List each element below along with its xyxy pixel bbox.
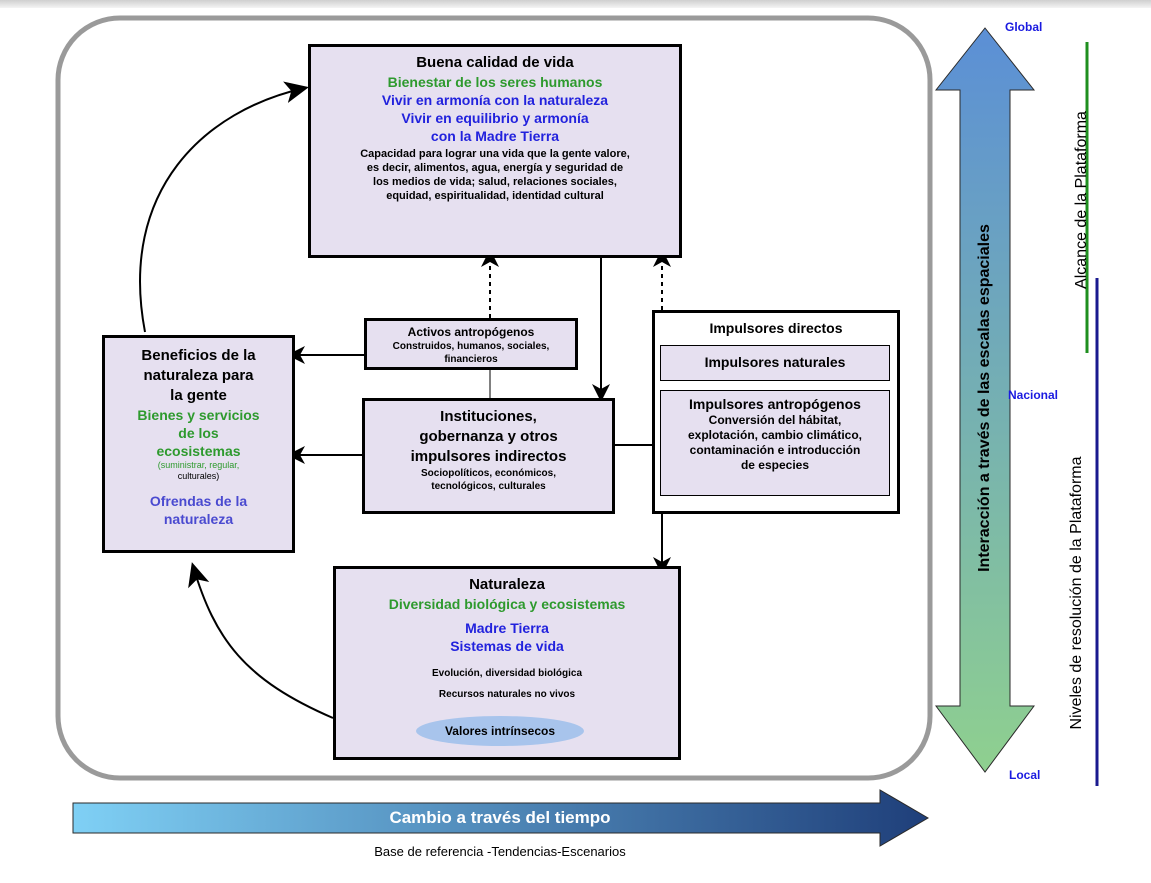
assets-desc-2: financieros: [444, 354, 498, 365]
institutions-desc-2: tecnológicos, culturales: [431, 481, 546, 492]
benefits-green-3: ecosistemas: [156, 443, 241, 459]
anthropogenic-assets-box: Activos antropógenos Construidos, humano…: [364, 318, 578, 370]
intrinsic-values-label: Valores intrínsecos: [444, 724, 556, 738]
time-arrow-label: Cambio a través del tiempo: [389, 808, 611, 827]
benefits-green-2: de los: [178, 425, 219, 441]
time-arrow-shape: [72, 789, 929, 847]
benefits-gifts-1: Ofrendas de la: [149, 493, 248, 509]
anthro-drivers-desc-4: de especies: [740, 458, 810, 472]
quality-line3a: Vivir en equilibrio y armonía: [401, 110, 589, 126]
intrinsic-values-ellipse: Valores intrínsecos: [416, 716, 584, 746]
nature-blue1: Madre Tierra: [465, 620, 549, 636]
quality-line1: Bienestar de los seres humanos: [387, 74, 603, 90]
anthro-drivers-desc-3: contaminación e introducción: [689, 443, 861, 457]
benefits-box: Beneficios de la naturaleza para la gent…: [102, 335, 295, 553]
spatial-arrow-shape: [934, 27, 1036, 773]
benefits-title-3: la gente: [170, 387, 227, 404]
curve-nature-to-benefits: [188, 562, 334, 719]
global-label: Global: [1005, 20, 1043, 34]
institutions-title-1: Instituciones,: [440, 408, 537, 425]
assets-desc-1: Construidos, humanos, sociales,: [392, 341, 550, 352]
natural-drivers-box: Impulsores naturales: [660, 345, 890, 381]
benefits-title-1: Beneficios de la: [141, 347, 256, 364]
nature-desc2: Recursos naturales no vivos: [438, 689, 576, 700]
anthro-drivers-desc-1: Conversión del hábitat,: [708, 413, 842, 427]
assets-title: Activos antropógenos: [407, 325, 535, 339]
resolution-label: Niveles de resolución de la Plataforma: [1068, 456, 1085, 730]
institutions-title-2: gobernanza y otros: [419, 428, 558, 445]
top-bar: [0, 0, 1151, 8]
quality-of-life-box: Buena calidad de vida Bienestar de los s…: [308, 44, 682, 258]
quality-title: Buena calidad de vida: [416, 54, 574, 71]
quality-desc-2: es decir, alimentos, agua, energía y seg…: [366, 162, 624, 174]
curve-benefits-to-quality: [139, 81, 309, 333]
anthro-drivers-desc-2: explotación, cambio climático,: [687, 428, 863, 442]
institutions-box: Instituciones, gobernanza y otros impuls…: [362, 398, 615, 514]
scope-label: Alcance de la Plataforma: [1073, 111, 1090, 289]
quality-desc-4: equidad, espiritualidad, identidad cultu…: [386, 190, 604, 202]
benefits-green-1: Bienes y servicios: [137, 407, 260, 423]
quality-line3b: con la Madre Tierra: [430, 128, 560, 144]
local-label: Local: [1009, 768, 1041, 782]
spatial-arrow-label: Interacción a través de las escalas espa…: [976, 224, 993, 572]
nature-green: Diversidad biológica y ecosistemas: [388, 596, 626, 612]
benefits-gifts-2: naturaleza: [163, 511, 234, 527]
national-label: Nacional: [1008, 388, 1059, 402]
benefits-tiny-1: (suministrar, regular,: [157, 460, 240, 470]
time-arrow-caption: Base de referencia -Tendencias-Escenario…: [374, 844, 626, 859]
nature-blue2: Sistemas de vida: [450, 638, 564, 654]
outer-frame: [55, 15, 933, 781]
quality-desc-3: los medios de vida; salud, relaciones so…: [373, 176, 617, 188]
quality-desc-1: Capacidad para lograr una vida que la ge…: [360, 148, 630, 160]
drivers-title: Impulsores directos: [709, 320, 843, 336]
natural-drivers-label: Impulsores naturales: [704, 354, 846, 370]
institutions-desc-1: Sociopolíticos, económicos,: [420, 468, 557, 479]
nature-desc1: Evolución, diversidad biológica: [431, 668, 583, 679]
institutions-title-3: impulsores indirectos: [410, 448, 567, 465]
quality-line2: Vivir en armonía con la naturaleza: [381, 92, 609, 108]
benefits-title-2: naturaleza para: [143, 367, 254, 384]
anthro-drivers-title: Impulsores antropógenos: [689, 396, 861, 412]
benefits-tiny-2: culturales): [177, 471, 220, 481]
anthropogenic-drivers-box: Impulsores antropógenos Conversión del h…: [660, 390, 890, 496]
nature-title: Naturaleza: [469, 576, 545, 593]
